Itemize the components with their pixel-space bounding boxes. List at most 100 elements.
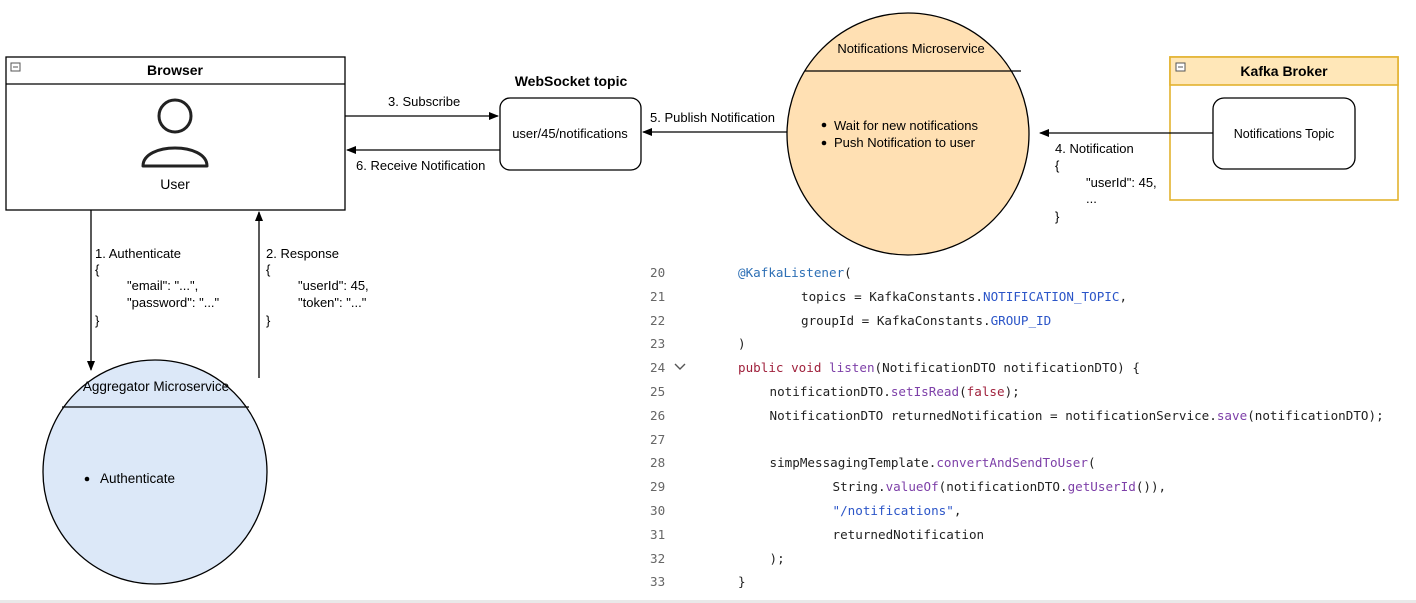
- code-token: @KafkaListener: [738, 265, 845, 280]
- arrow-kafka-notification: 4. Notification { "userId": 45, ... }: [1039, 129, 1213, 224]
- websocket-topic-name: user/45/notifications: [512, 126, 628, 141]
- code-token: listen: [829, 360, 875, 376]
- code-token: void: [791, 360, 822, 376]
- kafka-broker-node: Kafka Broker Notifications Topic: [1169, 56, 1399, 201]
- code-token: (: [959, 384, 967, 399]
- kafka-notification-label: 4. Notification: [1055, 141, 1134, 156]
- websocket-node: WebSocket topic user/45/notifications: [499, 73, 642, 171]
- line-number: 29: [650, 479, 666, 495]
- arrow-subscribe: 3. Subscribe: [345, 94, 499, 120]
- websocket-title: WebSocket topic: [515, 73, 628, 89]
- publish-notification-label: 5. Publish Notification: [650, 110, 775, 125]
- code-token: false: [966, 384, 1005, 399]
- minus-box-icon: [10, 62, 21, 72]
- code-token: returnedNotification: [832, 526, 985, 542]
- code-token: notificationDTO.: [769, 384, 891, 399]
- browser-title: Browser: [147, 62, 204, 78]
- line-number: 33: [650, 574, 666, 590]
- code-token: simpMessagingTemplate.: [769, 455, 937, 471]
- code-token: [821, 360, 829, 375]
- code-token: (notificationDTO.: [938, 479, 1068, 495]
- notifications-microservice-title: Notifications Microservice: [837, 41, 984, 56]
- code-token: (notificationDTO);: [1247, 407, 1384, 423]
- code-line: 32);: [640, 548, 1416, 570]
- code-text: groupId = KafkaConstants.GROUP_ID: [801, 310, 1051, 332]
- code-text: );: [770, 548, 785, 570]
- bullet-icon: [821, 140, 827, 146]
- code-token: (: [844, 265, 852, 280]
- code-text: @KafkaListener(: [738, 262, 852, 284]
- aggregator-microservice-node: Aggregator Microservice Authenticate: [42, 359, 268, 585]
- fold-chevron-icon[interactable]: [674, 357, 686, 379]
- line-number: 30: [650, 503, 666, 518]
- code-token: (: [1087, 455, 1096, 471]
- notifications-bullet-1: Wait for new notifications: [834, 118, 979, 133]
- code-token: save: [1216, 407, 1248, 423]
- line-number: 27: [650, 431, 666, 447]
- authenticate-label: 1. Authenticate: [95, 246, 181, 261]
- code-token: ()),: [1135, 479, 1167, 495]
- code-text: NotificationDTO returnedNotification = n…: [770, 405, 1384, 427]
- code-text: notificationDTO.setIsRead(false);: [770, 381, 1020, 403]
- code-token: ,: [953, 503, 962, 518]
- code-line: 30 "/notifications",: [640, 500, 1416, 522]
- code-token: GROUP_ID: [990, 312, 1052, 328]
- notifications-bullet-2: Push Notification to user: [834, 135, 976, 150]
- code-token: }: [738, 574, 746, 590]
- code-token: (NotificationDTO notificationDTO) {: [874, 360, 1140, 376]
- aggregator-title: Aggregator Microservice: [83, 379, 229, 394]
- code-token: String.: [832, 479, 886, 495]
- code-token: NotificationDTO returnedNotification = n…: [769, 407, 1217, 423]
- code-text: topics = KafkaConstants.NOTIFICATION_TOP…: [801, 286, 1127, 308]
- line-number: 25: [650, 384, 666, 399]
- code-line: 29 String.valueOf(notificationDTO.getUser…: [640, 476, 1416, 498]
- code-line: 33}: [640, 571, 1416, 593]
- code-line: 26 NotificationDTO returnedNotification =…: [640, 405, 1416, 427]
- line-number: 23: [650, 336, 666, 352]
- code-line: 24 public void listen(NotificationDTO not…: [640, 357, 1416, 379]
- code-token: topics = KafkaConstants.: [801, 288, 983, 304]
- browser-node: Browser User: [5, 56, 346, 211]
- arrow-publish-notification: 5. Publish Notification: [642, 110, 787, 136]
- code-text: returnedNotification: [833, 524, 985, 546]
- line-number: 24: [650, 360, 666, 376]
- bullet-icon: [821, 122, 827, 128]
- authenticate-line-3: "password": "...": [127, 295, 220, 310]
- code-token: convertAndSendToUser: [936, 455, 1088, 471]
- code-line: 20 @KafkaListener(: [640, 262, 1416, 284]
- line-number: 20: [650, 265, 666, 280]
- code-token: getUserId: [1067, 479, 1136, 495]
- notifications-microservice-node: Notifications Microservice Wait for new …: [786, 12, 1030, 256]
- code-line: 25 notificationDTO.setIsRead(false);: [640, 381, 1416, 403]
- code-token: ): [738, 336, 746, 352]
- code-token: public: [738, 360, 784, 376]
- code-text: "/notifications",: [833, 500, 962, 522]
- line-number: 28: [650, 455, 666, 471]
- code-token: [784, 360, 792, 375]
- response-line-1: {: [266, 262, 271, 277]
- authenticate-line-4: }: [95, 313, 100, 328]
- subscribe-label: 3. Subscribe: [388, 94, 460, 109]
- response-label: 2. Response: [266, 246, 339, 261]
- code-token: valueOf: [885, 479, 939, 495]
- code-line: 27: [640, 429, 1416, 451]
- receive-notification-label: 6. Receive Notification: [356, 158, 485, 173]
- kafka-notification-line-3: ...: [1086, 191, 1097, 206]
- code-text: String.valueOf(notificationDTO.getUserId…: [833, 476, 1167, 498]
- kafka-notification-line-4: }: [1055, 209, 1060, 224]
- code-token: "/notifications": [832, 503, 954, 518]
- code-line: 23): [640, 333, 1416, 355]
- line-number: 26: [650, 407, 666, 423]
- response-line-2: "userId": 45,: [298, 278, 369, 293]
- user-icon: [141, 98, 209, 168]
- user-label: User: [160, 176, 190, 192]
- kafka-notification-line-1: {: [1055, 158, 1060, 173]
- bullet-icon: [84, 476, 90, 482]
- aggregator-bullet-1: Authenticate: [100, 471, 175, 486]
- code-text: }: [738, 571, 746, 593]
- code-token: groupId = KafkaConstants.: [801, 312, 991, 328]
